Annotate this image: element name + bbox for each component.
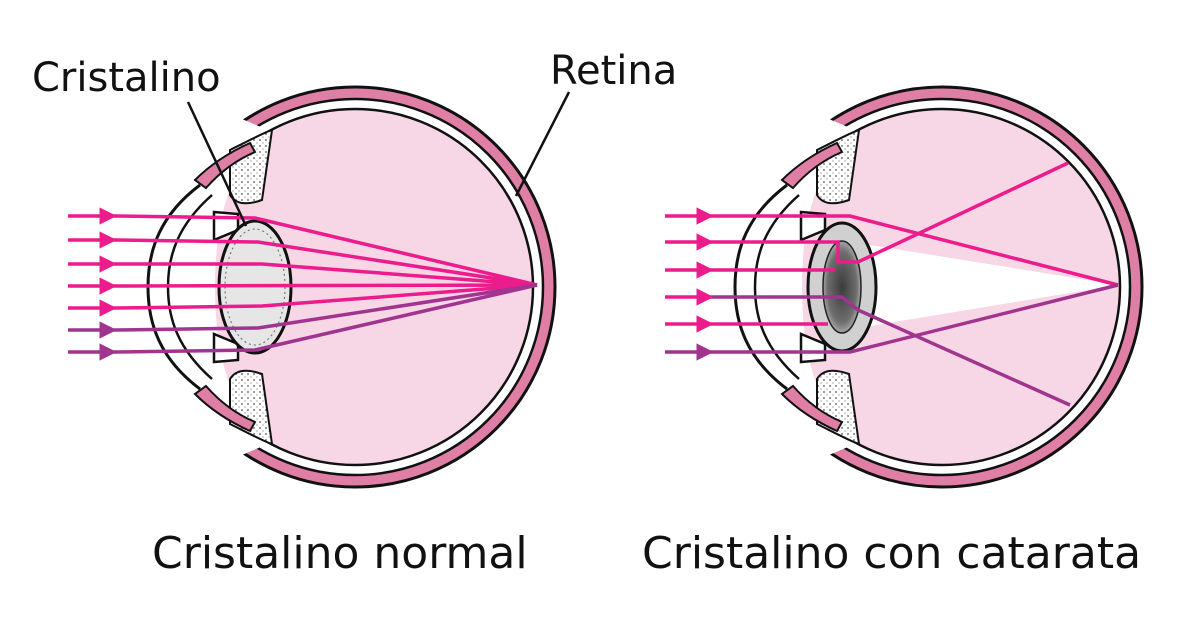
lens-callout-line [186,101,248,227]
caption-normal: Cristalino normal [152,528,528,579]
eye-cataract: Cristalino con catarata [642,85,1144,579]
ray-1b [712,214,1119,287]
light-rays-normal [68,207,538,361]
ray-2b [114,238,538,287]
light-rays-cataract [665,161,1119,407]
lens-label: Cristalino [32,55,221,101]
sclera-front-top [193,141,257,190]
ray-1b [114,214,538,287]
sclera-front-top [780,141,844,190]
cornea [733,183,788,391]
ray-6b [114,283,538,332]
ray-7b [114,283,538,354]
ray-6b [712,283,1119,354]
ray-2b [712,161,1069,264]
lens-opacity [822,240,862,334]
ray-5b [114,283,538,310]
sclera-front-bottom [780,384,844,433]
scatter-region [858,243,1118,328]
sclera-front-bottom [193,384,257,433]
anterior-segment [737,114,855,460]
eye-normal: Cristalino Retina Cristalino normal [32,48,677,579]
ray-4b [712,295,1071,407]
ray-4b [114,283,538,288]
caption-cataract: Cristalino con catarata [642,528,1141,579]
retina-callout-line [514,91,571,197]
retina-label: Retina [550,48,677,94]
ray-3b [115,262,538,287]
